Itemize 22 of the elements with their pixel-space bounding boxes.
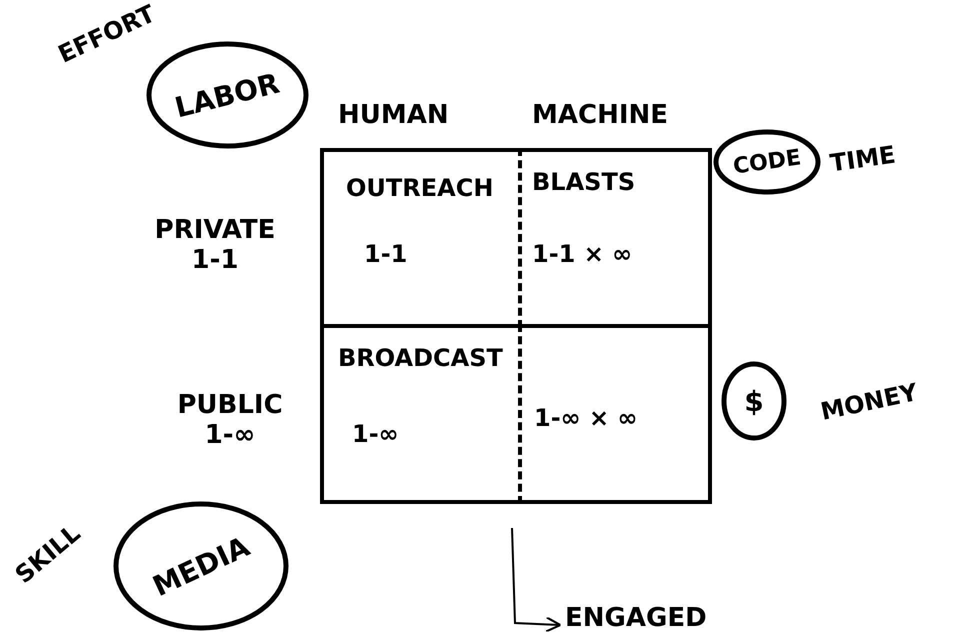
handwritten-word: CODE: [732, 144, 802, 180]
circled-word: [112, 500, 290, 632]
handwritten-word: $: [744, 384, 764, 418]
arrow: [511, 528, 562, 632]
column-heading: HUMAN: [338, 100, 449, 130]
cell-value: 1-∞ × ∞: [534, 404, 638, 432]
row-label: PUBLIC 1-∞: [176, 390, 284, 450]
cell-value: 1-∞: [352, 420, 399, 448]
cell-heading: BROADCAST: [338, 344, 503, 372]
side-note: MONEY: [818, 378, 920, 426]
column-heading: MACHINE: [532, 100, 668, 130]
row-label: PRIVATE 1-1: [154, 215, 276, 275]
handwritten-word: LABOR: [172, 66, 284, 124]
cell-value: 1-1: [364, 240, 408, 268]
cell-heading: BLASTS: [532, 168, 636, 196]
circled-word: [712, 128, 822, 196]
handwritten-word: ENGAGED: [565, 603, 707, 633]
side-note: TIME: [828, 140, 898, 178]
circled-symbol: [720, 360, 788, 442]
matrix-cell: [320, 148, 522, 328]
cell-value: 1-1 × ∞: [532, 240, 632, 268]
cell-heading: OUTREACH: [346, 174, 494, 202]
